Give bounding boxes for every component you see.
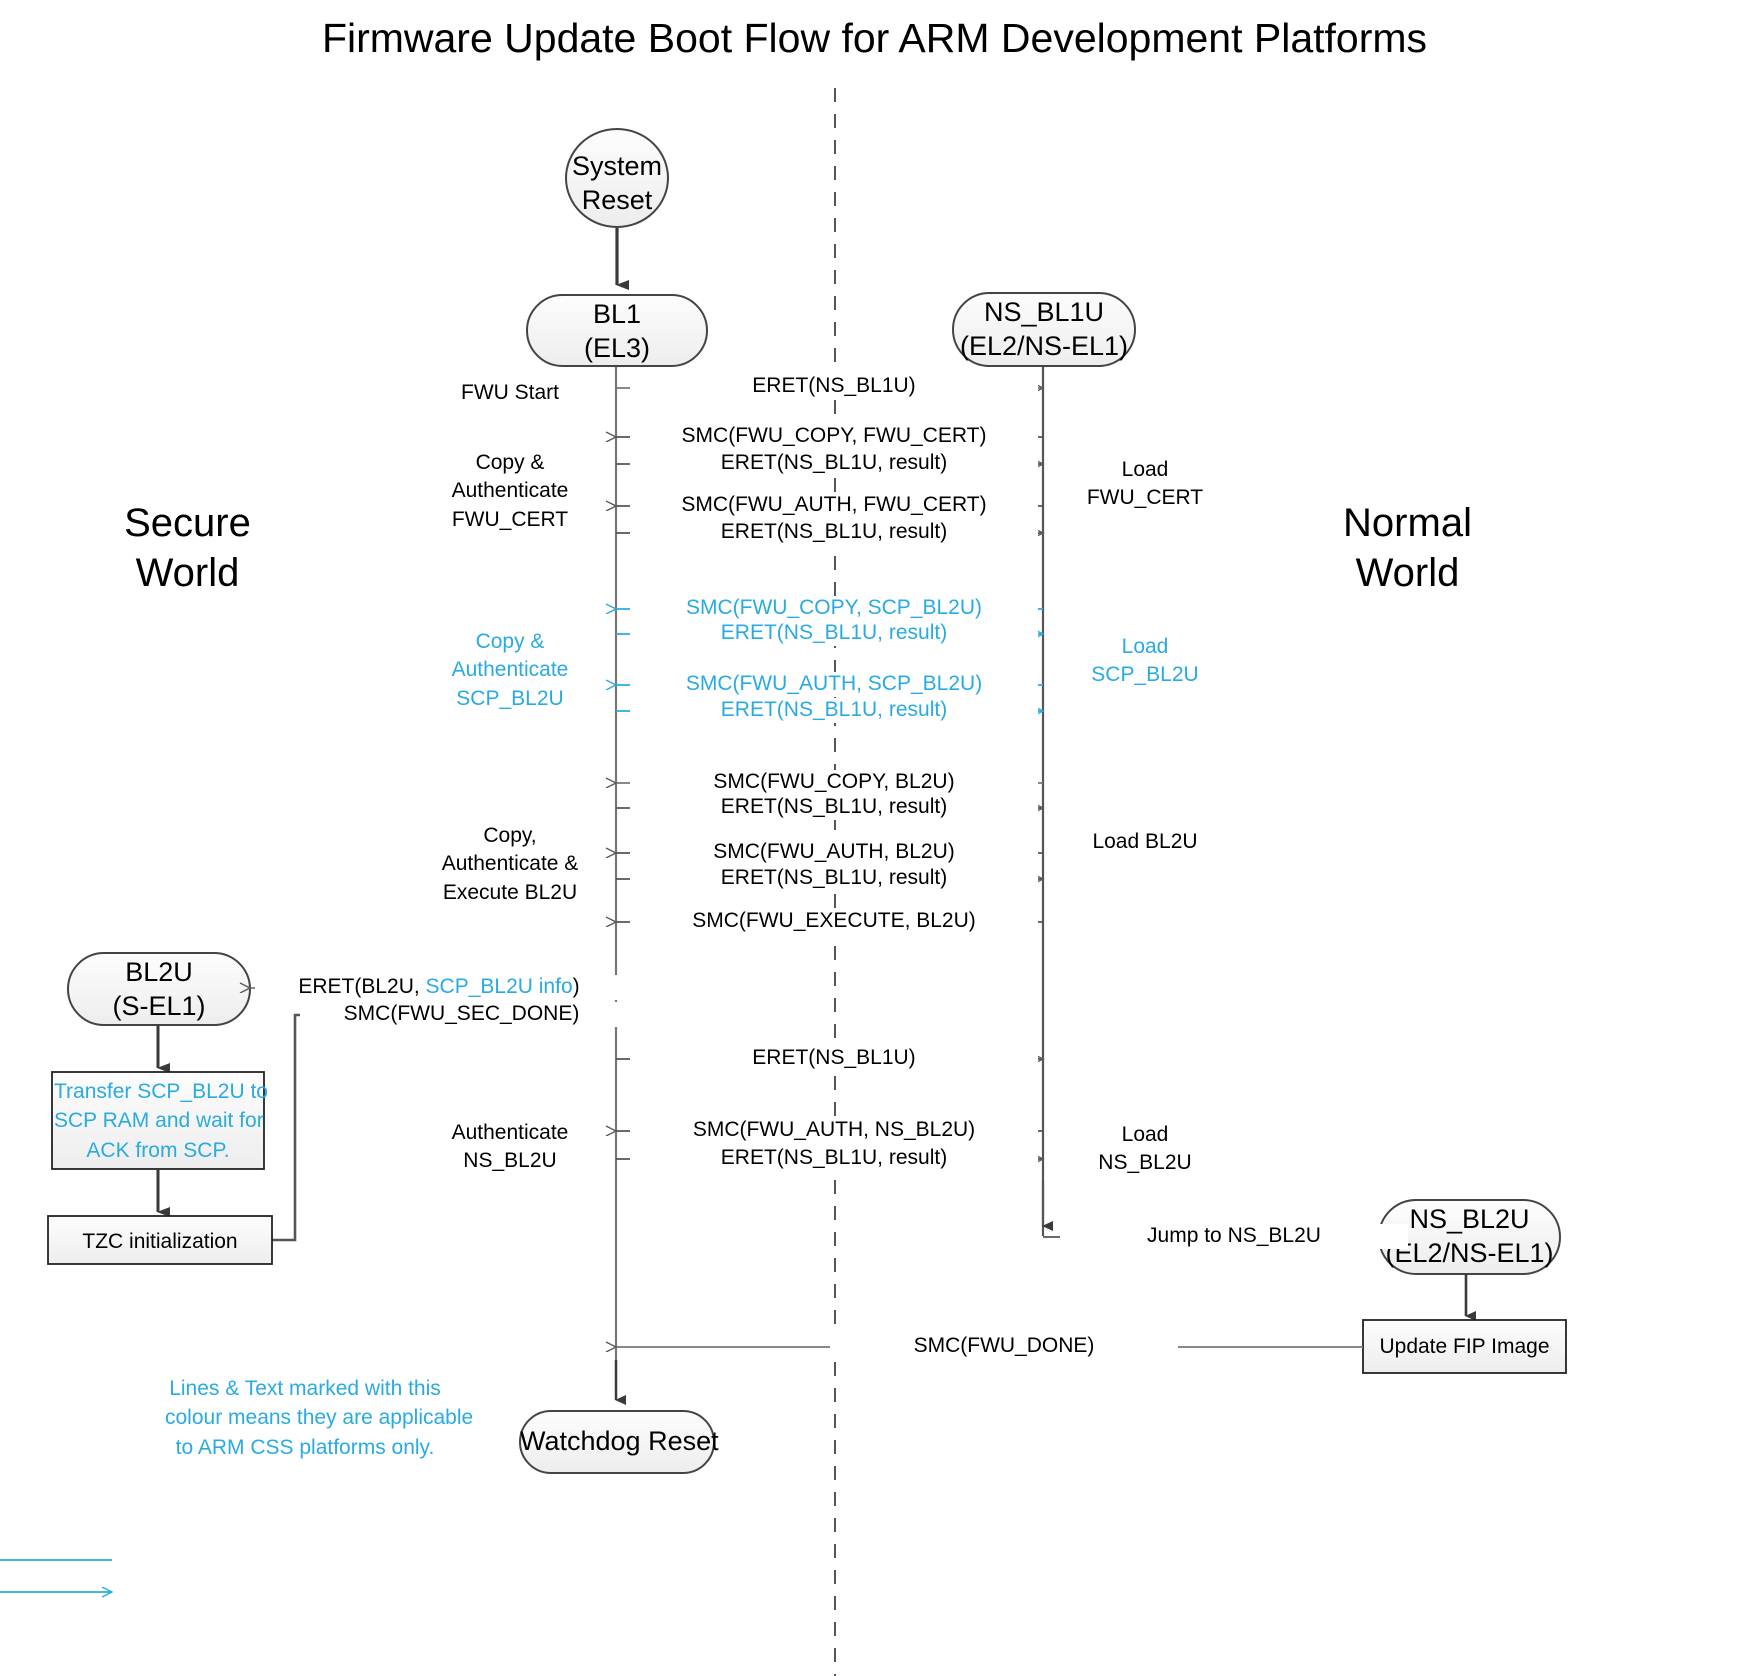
- node-watchdog-shape: [519, 1410, 715, 1474]
- node-bl2u-label[interactable]: BL2U(S-EL1): [112, 957, 206, 1021]
- node-bl1-label[interactable]: BL1(EL3): [583, 299, 651, 363]
- page-title: Firmware Update Boot Flow for ARM Develo…: [321, 15, 1428, 61]
- msg-label-m11: ERET(NS_BL1U, result): [630, 795, 1038, 820]
- msg-label-m10: SMC(FWU_COPY, BL2U): [630, 770, 1038, 795]
- node-watchdog-reset-label[interactable]: Watchdog Reset: [520, 1426, 719, 1456]
- eret-bl2u-prefix: ERET(BL2U,: [298, 975, 426, 998]
- msg-label-m12: SMC(FWU_AUTH, BL2U): [630, 840, 1038, 865]
- annotation-load-bl2u: Load BL2U: [1092, 830, 1198, 853]
- node-system-reset-shape: [565, 128, 669, 228]
- msg-label-m20: SMC(FWU_DONE): [830, 1334, 1178, 1359]
- msg-label-m9: ERET(NS_BL1U, result): [630, 698, 1038, 723]
- msg-label-m5: ERET(NS_BL1U, result): [630, 520, 1038, 545]
- box-tzc-shape: [47, 1215, 273, 1265]
- box-update-fip-label: Update FIP Image: [1379, 1335, 1550, 1358]
- msg-label-m16: ERET(NS_BL1U): [630, 1046, 1038, 1071]
- box-update-fip-shape: [1362, 1319, 1567, 1374]
- eret-bl2u-accent: SCP_BL2U info: [425, 975, 573, 998]
- msg-label-m17: SMC(FWU_AUTH, NS_BL2U): [630, 1118, 1038, 1143]
- node-ns-bl1u-label[interactable]: NS_BL1U(EL2/NS-EL1): [959, 297, 1129, 361]
- msg-label-m18: ERET(NS_BL1U, result): [630, 1146, 1038, 1171]
- msg-label-m2: SMC(FWU_COPY, FWU_CERT): [630, 424, 1038, 449]
- node-bl1-shape: [526, 294, 708, 367]
- eret-bl2u-suffix: ): [572, 975, 580, 998]
- annotation-fwu-start: FWU Start: [461, 381, 559, 404]
- node-ns-bl2u-label[interactable]: NS_BL2U(EL2/NS-EL1): [1385, 1204, 1554, 1268]
- msg-label-m1: ERET(NS_BL1U): [630, 374, 1038, 399]
- annotation-copy-auth-exec-bl2u: Copy,Authenticate &Execute BL2U: [441, 824, 579, 904]
- msg-label-m13: ERET(NS_BL1U, result): [630, 866, 1038, 891]
- msg-label-m7: ERET(NS_BL1U, result): [630, 621, 1038, 646]
- msg-label-m14: SMC(FWU_EXECUTE, BL2U): [630, 909, 1038, 934]
- msg-label-m15: SMC(FWU_SEC_DONE): [300, 1002, 623, 1027]
- node-ns-bl1u-shape: [952, 292, 1136, 367]
- msg-label-m4: SMC(FWU_AUTH, FWU_CERT): [630, 493, 1038, 518]
- msg-label-eret-bl2u: ERET(BL2U, SCP_BL2U info): [255, 975, 623, 1000]
- msg-label-m8: SMC(FWU_AUTH, SCP_BL2U): [630, 672, 1038, 697]
- msg-label-m3: ERET(NS_BL1U, result): [630, 451, 1038, 476]
- msg-label-m6: SMC(FWU_COPY, SCP_BL2U): [630, 596, 1038, 621]
- box-tzc-init-label: TZC initialization: [82, 1230, 238, 1253]
- msg-label-m19: Jump to NS_BL2U: [1060, 1224, 1408, 1249]
